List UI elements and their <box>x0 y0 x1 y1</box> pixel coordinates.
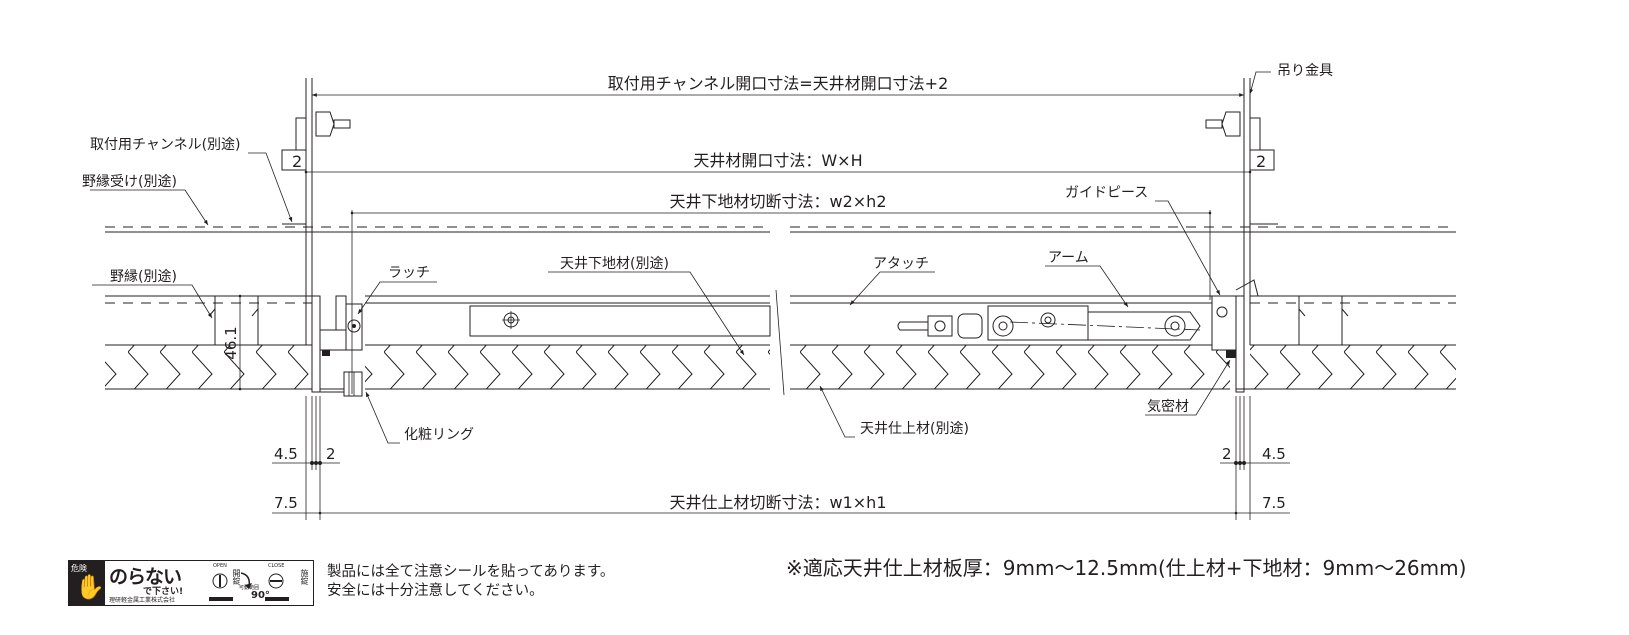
sticker-open: OPEN <box>213 563 227 569</box>
finish-board-mid-right <box>790 344 1230 390</box>
label-nobuchi: 野縁(別途) <box>110 268 177 285</box>
right-channel <box>1205 78 1278 345</box>
label-airtight: 気密材 <box>1147 398 1189 415</box>
danger-panel: 危険 ✋ <box>69 561 105 605</box>
label-nobuchi-uke: 野縁受け(別途) <box>82 173 177 190</box>
dim-2-left-b: 2 <box>326 445 336 463</box>
dim-bottom-right <box>1220 396 1290 520</box>
dim-7-5-left: 7.5 <box>274 494 298 512</box>
sticker-angle: 90° <box>251 590 270 601</box>
label-sub-cut: 天井下地材切断寸法：w2×h2 <box>670 192 887 211</box>
dim-2-right-b: 2 <box>1222 445 1232 463</box>
dim-sub-cut <box>350 210 1212 394</box>
left-nobuchi-channel <box>208 295 259 345</box>
dim-46-1: 46.1 <box>222 326 240 359</box>
warning-sticker: 危険 ✋ のらない で下さい! 理研軽金属工業株式会社 OPEN CLOSE 開… <box>68 560 314 606</box>
label-guide-piece: ガイドピース <box>1065 185 1148 201</box>
warning-text: 製品には全て注意シールを貼ってあります。 安全には十分注意してください。 <box>327 563 614 601</box>
dim-4-5-right: 4.5 <box>1262 445 1286 463</box>
sticker-open-chars: 開錠 <box>232 569 241 585</box>
arm-assembly <box>897 305 1201 341</box>
left-sub-panel <box>469 305 771 337</box>
thickness-note: ※適応天井仕上材板厚：9mm〜12.5mm(仕上材+下地材：9mm〜26mm) <box>786 556 1467 580</box>
sticker-close: CLOSE <box>268 563 285 569</box>
label-channel-sep: 取付用チャンネル(別途) <box>90 136 241 153</box>
sticker-angle-caption: 可動範囲 <box>239 585 260 591</box>
falling-person-icon: ✋ <box>75 573 105 601</box>
finish-board-left <box>105 344 312 390</box>
finish-board-mid-left <box>365 344 770 390</box>
lock-dial-icons <box>209 572 289 601</box>
label-latch: ラッチ <box>388 265 430 281</box>
sticker-maker: 理研軽金属工業株式会社 <box>109 597 176 604</box>
label-cosmetic-ring: 化粧リング <box>404 427 474 443</box>
label-arm: アーム <box>1048 250 1089 266</box>
danger-label: 危険 <box>71 564 87 573</box>
label-ceiling-opening: 天井材開口寸法：W×H <box>693 151 862 170</box>
dim-2-right: 2 <box>1256 152 1266 171</box>
dim-2-left: 2 <box>292 152 302 171</box>
label-channel-opening: 取付用チャンネル開口寸法=天井材開口寸法+2 <box>608 74 949 93</box>
right-frame <box>1211 279 1259 393</box>
label-sub-material: 天井下地材(別途) <box>560 255 669 272</box>
right-nobuchi-channel <box>1298 295 1349 345</box>
label-finish-material: 天井仕上材(別途) <box>860 420 969 437</box>
dim-46 <box>236 294 312 391</box>
sticker-please-text: で下さい! <box>143 587 184 597</box>
label-finish-cut: 天井仕上材切断寸法：w1×h1 <box>670 493 887 512</box>
dim-4-5-left: 4.5 <box>274 445 298 463</box>
dim-bottom-left <box>272 396 340 520</box>
sticker-main-text: のらない <box>109 566 182 588</box>
left-channel <box>281 78 351 345</box>
label-hanger: 吊り金具 <box>1277 63 1333 79</box>
warning-line-2: 安全には十分注意してください。 <box>327 583 544 599</box>
finish-board-right <box>1250 344 1456 390</box>
warning-line-1: 製品には全て注意シールを貼ってあります。 <box>327 564 615 580</box>
left-frame <box>311 295 363 397</box>
dim-7-5-right: 7.5 <box>1262 494 1286 512</box>
leaders <box>90 71 1271 444</box>
label-attach: アタッチ <box>873 256 929 272</box>
sticker-close-chars: 施錠 <box>300 569 309 585</box>
